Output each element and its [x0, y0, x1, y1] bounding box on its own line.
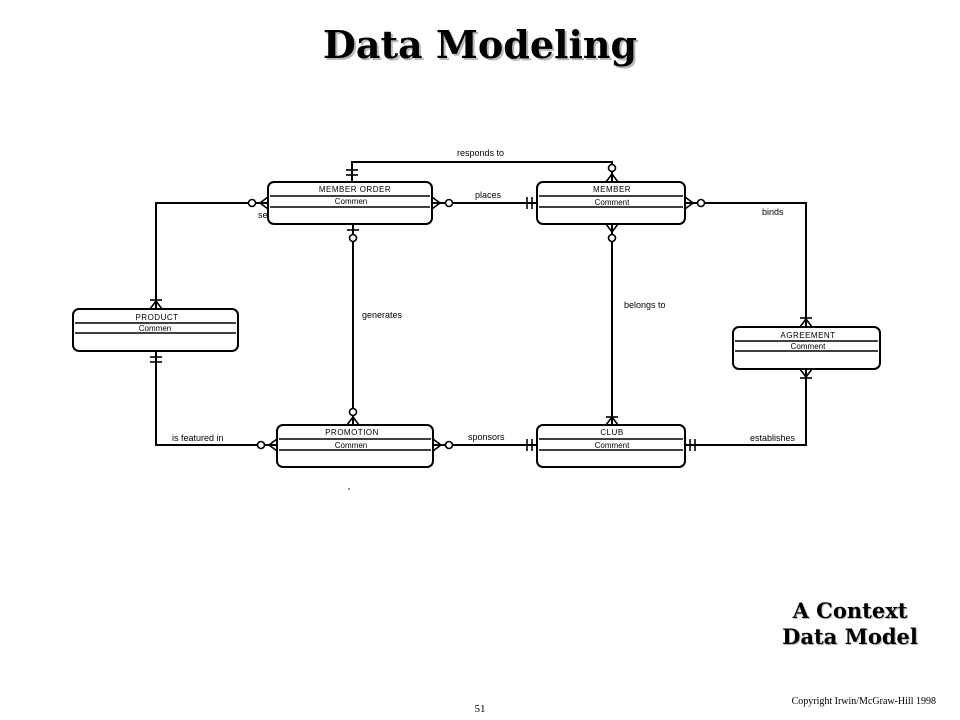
- label-responds-to: responds to: [457, 148, 504, 158]
- slide-caption: A Context Data Model: [760, 598, 940, 650]
- label-places: places: [475, 190, 502, 200]
- entity-name: AGREEMENT: [780, 331, 835, 340]
- entity-name: PRODUCT: [135, 313, 178, 322]
- page-number: 51: [474, 703, 486, 715]
- label-binds: binds: [762, 207, 784, 217]
- entity-attribute: Commen: [139, 324, 171, 333]
- line-sells: [155, 202, 268, 309]
- entity-agreement[interactable]: AGREEMENT Comment: [732, 326, 881, 370]
- entity-name: CLUB: [600, 428, 623, 437]
- entity-attribute: Commen: [335, 441, 367, 450]
- line-binds: [685, 202, 807, 327]
- stray-dot: [348, 488, 350, 490]
- line-responds-to: [351, 161, 613, 182]
- label-establishes: establishes: [750, 433, 796, 443]
- slide-title: Data Modeling: [322, 22, 638, 67]
- line-is-featured-in: [155, 351, 277, 446]
- line-establishes: [685, 369, 807, 446]
- label-sponsors: sponsors: [468, 432, 505, 442]
- caption-line-2: Data Model: [782, 624, 918, 649]
- entity-name: PROMOTION: [325, 428, 379, 437]
- caption-line-1: A Context: [792, 598, 908, 623]
- label-belongs-to: belongs to: [624, 300, 666, 310]
- label-is-featured-in: is featured in: [172, 433, 224, 443]
- entity-product[interactable]: PRODUCT Commen: [72, 308, 239, 352]
- cardinality-marks: [149, 163, 813, 452]
- entity-member-order[interactable]: MEMBER ORDER Commen: [267, 181, 433, 225]
- entity-club[interactable]: CLUB Comment: [536, 424, 686, 468]
- entity-attribute: Comment: [595, 441, 630, 450]
- entity-attribute: Comment: [791, 342, 826, 351]
- label-generates: generates: [362, 310, 403, 320]
- entity-promotion[interactable]: PROMOTION Commen: [276, 424, 434, 468]
- entity-attribute: Commen: [335, 197, 367, 206]
- copyright-notice: Copyright Irwin/McGraw-Hill 1998: [791, 696, 936, 707]
- entity-member[interactable]: MEMBER Comment: [536, 181, 686, 225]
- entity-attribute: Comment: [595, 198, 630, 207]
- entity-name: MEMBER ORDER: [319, 185, 391, 194]
- entity-name: MEMBER: [593, 185, 631, 194]
